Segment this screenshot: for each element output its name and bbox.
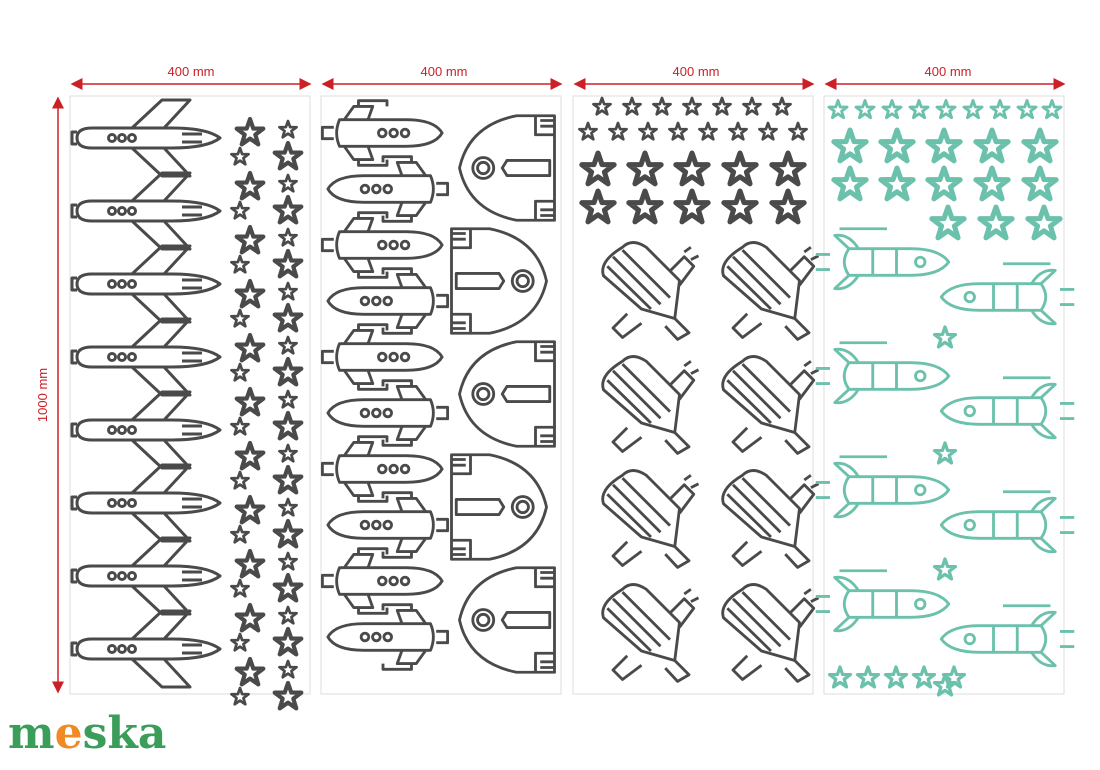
width-dimension-4: 400 mm	[824, 64, 1066, 90]
height-dimension: 1000 mm	[35, 96, 64, 694]
height-label: 1000 mm	[35, 368, 50, 422]
panel-2	[320, 95, 562, 695]
width-dimension-1: 400 mm	[70, 64, 312, 90]
width-label-4: 400 mm	[925, 64, 972, 79]
width-dimension-3: 400 mm	[573, 64, 815, 90]
panel-4	[814, 95, 1076, 697]
width-label-2: 400 mm	[421, 64, 468, 79]
width-dimension-2: 400 mm	[321, 64, 563, 90]
panel-3	[572, 95, 820, 695]
width-label-3: 400 mm	[673, 64, 720, 79]
panel-1	[69, 95, 311, 708]
width-label-1: 400 mm	[168, 64, 215, 79]
meska-logo: meska	[8, 708, 167, 759]
